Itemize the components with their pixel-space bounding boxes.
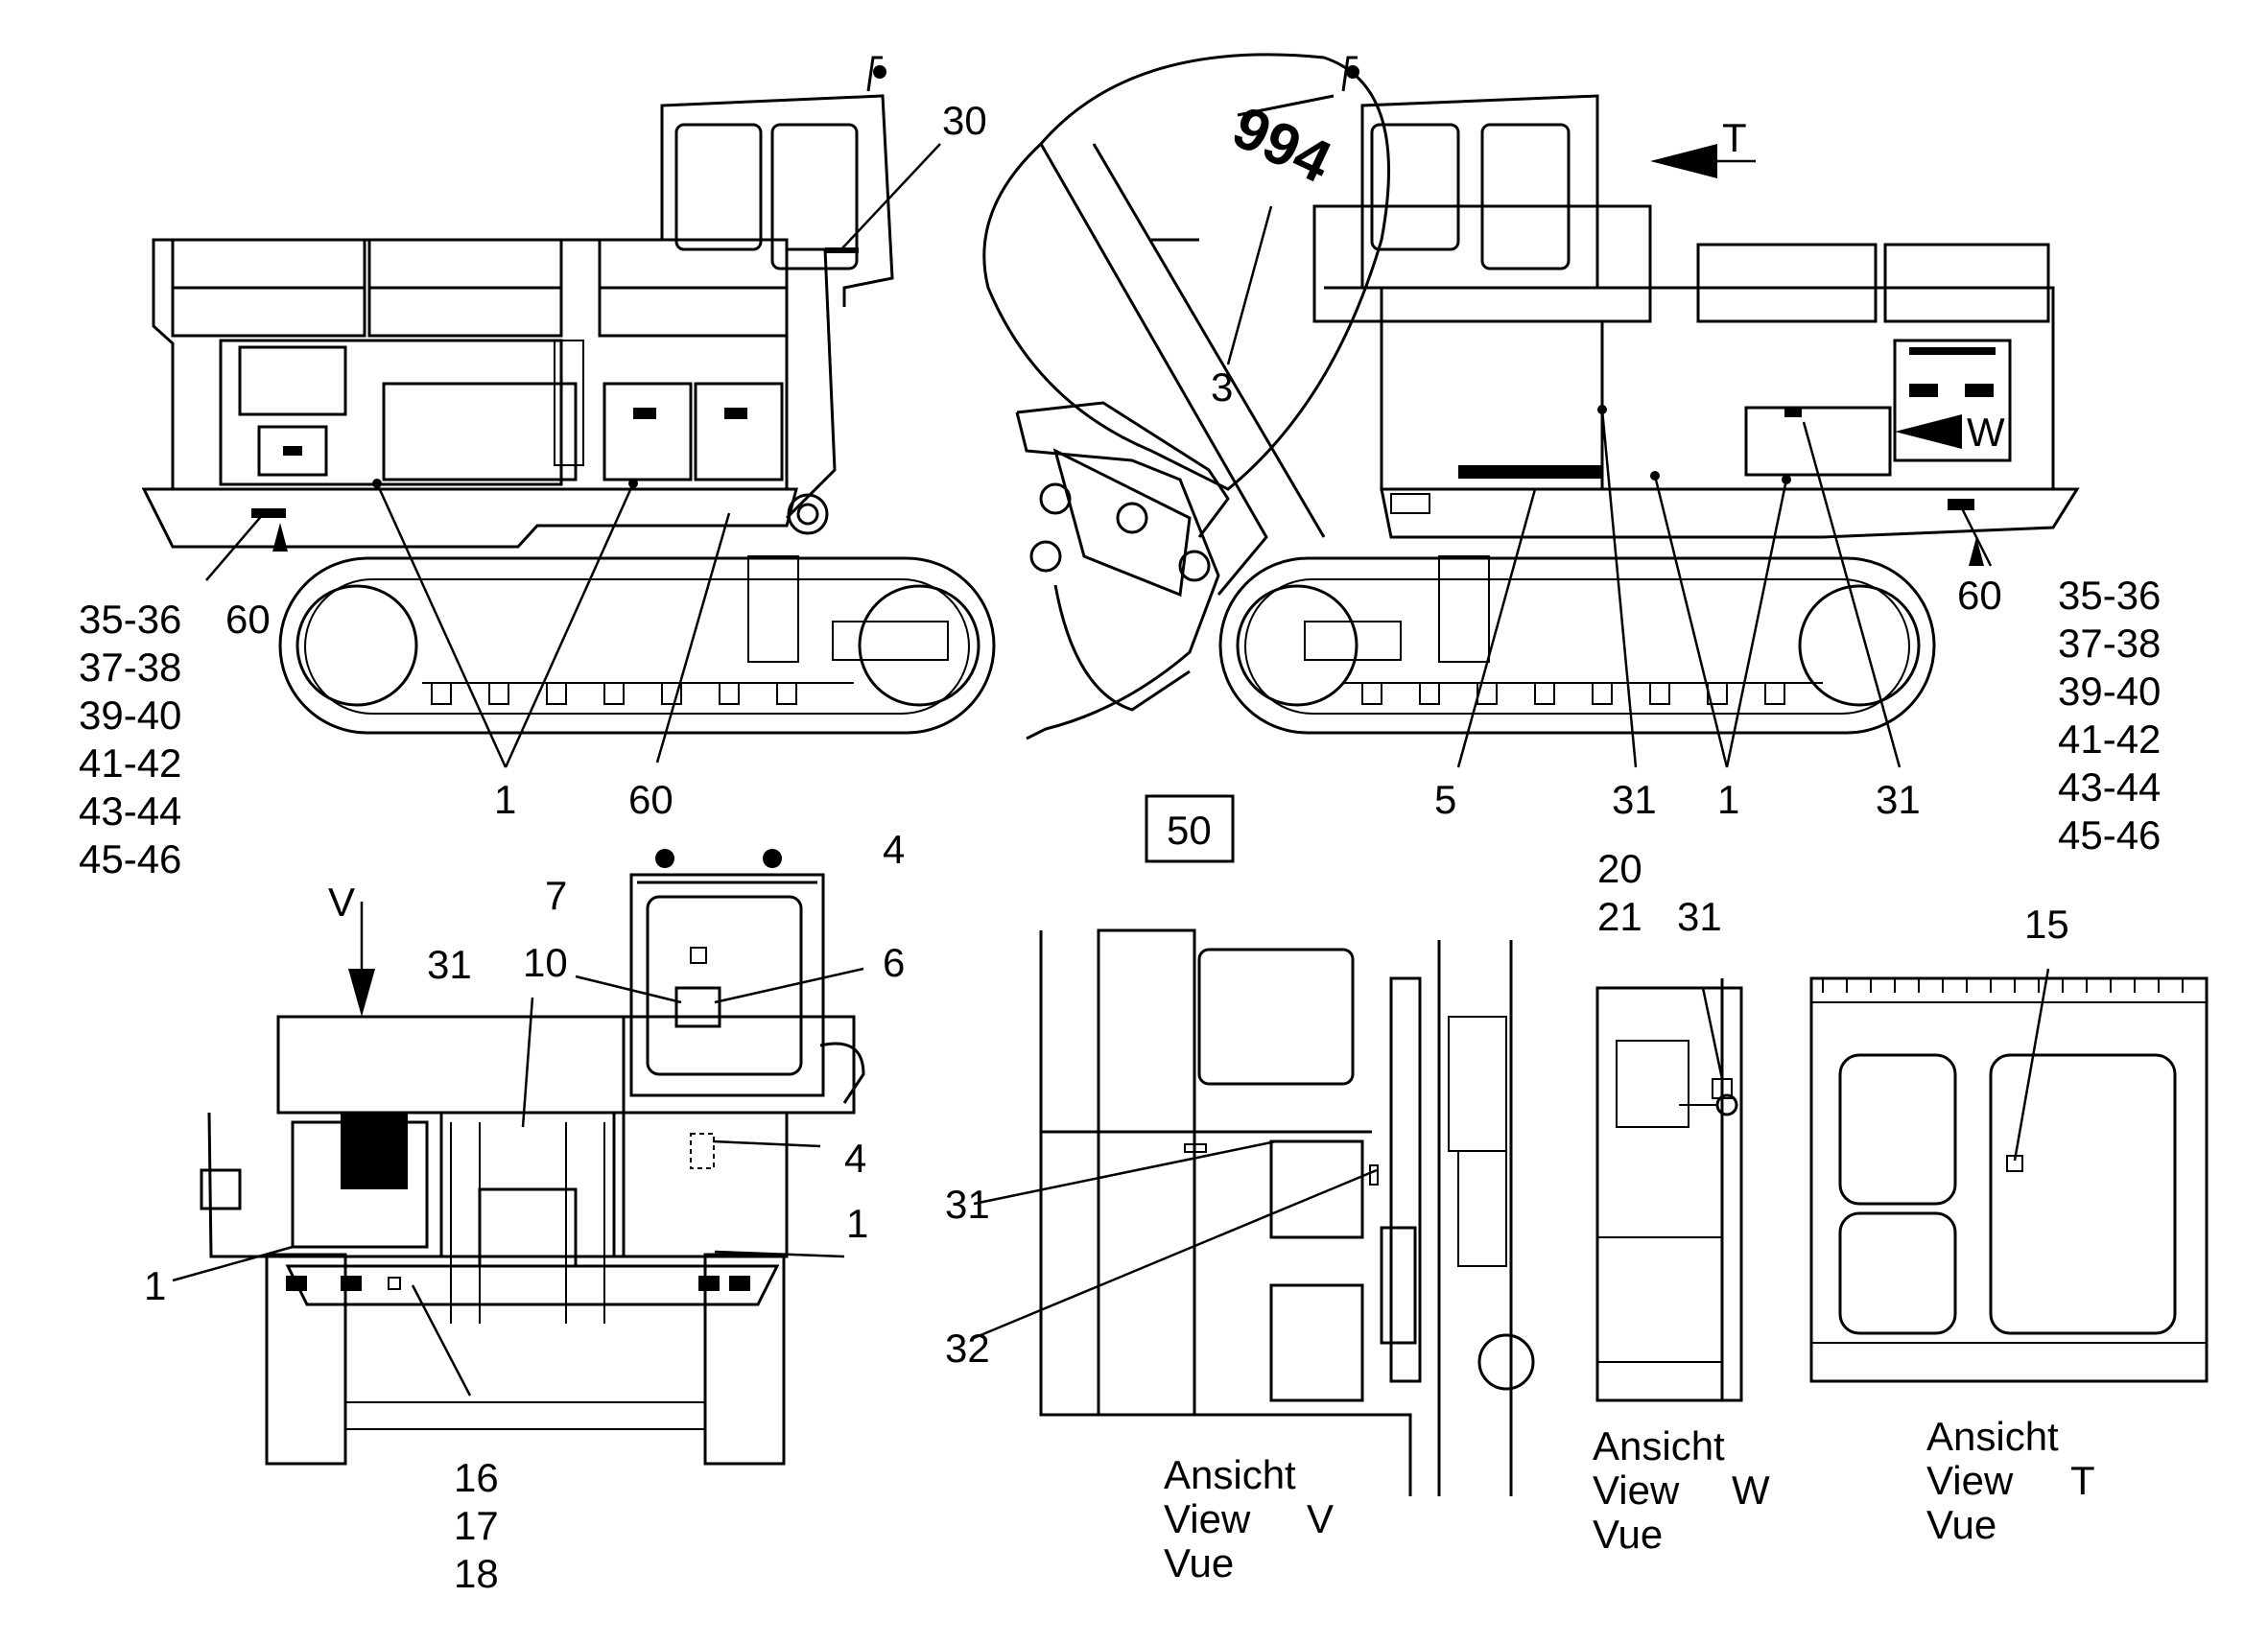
callout-7: 7 <box>545 873 567 918</box>
caption-w-line2: View <box>1593 1468 1680 1513</box>
callout-45-46-left: 45-46 <box>79 836 181 881</box>
callout-31-front: 31 <box>427 942 472 987</box>
callout-3: 3 <box>1211 364 1233 410</box>
caption-w-line3: Vue <box>1593 1512 1663 1557</box>
view-w-detail <box>1595 978 1743 1402</box>
caption-v-letter: V <box>1307 1496 1334 1541</box>
caption-w-letter: W <box>1732 1468 1770 1513</box>
callout-50-box <box>1145 794 1235 863</box>
model-number-decal: 994 <box>1223 94 1341 196</box>
callout-31-right-b: 31 <box>1876 777 1921 822</box>
view-v-detail <box>1039 928 1535 1496</box>
callout-50: 50 <box>1167 808 1212 853</box>
caption-t-line3: Vue <box>1926 1502 1996 1547</box>
caption-t-line2: View <box>1926 1458 2014 1503</box>
caption-v-line1: Ansicht <box>1164 1452 1296 1497</box>
callout-18: 18 <box>454 1551 499 1596</box>
callout-60-left-top: 60 <box>225 597 271 642</box>
callout-20: 20 <box>1597 846 1642 891</box>
view-arrow-label-t: T <box>1722 115 1747 160</box>
callout-37-38-left: 37-38 <box>79 645 181 690</box>
caption-w-line1: Ansicht <box>1593 1423 1725 1468</box>
callout-45-46-right: 45-46 <box>2058 812 2161 857</box>
view-caption-v: Ansicht View V Vue <box>1164 1452 1334 1585</box>
callout-5: 5 <box>1434 777 1456 822</box>
view-arrow-label-w: W <box>1967 410 2005 455</box>
callout-43-44-left: 43-44 <box>79 788 181 834</box>
callout-16: 16 <box>454 1455 499 1500</box>
caption-t-line1: Ansicht <box>1926 1414 2059 1459</box>
callout-39-40-left: 39-40 <box>79 693 181 738</box>
front-view <box>200 849 865 1466</box>
front-attachment: 994 <box>982 53 1390 740</box>
callout-30: 30 <box>942 98 987 143</box>
callout-35-36-left: 35-36 <box>79 597 181 642</box>
callout-1-left: 1 <box>494 777 516 822</box>
callout-4-bottom: 4 <box>844 1136 866 1181</box>
callout-4-top: 4 <box>883 827 905 872</box>
view-t-detail <box>1809 976 2209 1383</box>
callout-1-front-left: 1 <box>144 1263 166 1308</box>
caption-t-letter: T <box>2070 1458 2095 1503</box>
caption-v-line3: Vue <box>1164 1540 1234 1585</box>
leader-lines <box>172 143 2050 1397</box>
callout-6: 6 <box>883 940 905 985</box>
callout-21: 21 <box>1597 894 1642 939</box>
callout-60-left-bottom: 60 <box>628 777 673 822</box>
callout-35-36-right: 35-36 <box>2058 573 2161 618</box>
callout-10: 10 <box>523 940 568 985</box>
right-side-view <box>1218 56 2080 735</box>
callout-31-view-w: 31 <box>1677 894 1722 939</box>
callout-31-view-v: 31 <box>945 1182 990 1227</box>
callout-60-right: 60 <box>1957 573 2002 618</box>
callout-32: 32 <box>945 1326 990 1371</box>
view-caption-t: Ansicht View T Vue <box>1926 1414 2095 1547</box>
callout-17: 17 <box>454 1503 499 1548</box>
callout-31-right-a: 31 <box>1612 777 1657 822</box>
callout-1-front-right: 1 <box>846 1201 868 1246</box>
callout-41-42-right: 41-42 <box>2058 716 2161 762</box>
left-side-view <box>141 56 996 735</box>
callout-1-right: 1 <box>1717 777 1739 822</box>
callout-39-40-right: 39-40 <box>2058 669 2161 714</box>
callout-37-38-right: 37-38 <box>2058 621 2161 666</box>
view-caption-w: Ansicht View W Vue <box>1593 1423 1770 1557</box>
callout-41-42-left: 41-42 <box>79 740 181 786</box>
view-arrow-label-v: V <box>328 880 355 925</box>
callout-43-44-right: 43-44 <box>2058 764 2161 810</box>
callout-labels: 30 3 1 60 60 35-36 37-38 39-40 41-42 43-… <box>79 98 2161 1596</box>
caption-v-line2: View <box>1164 1496 1251 1541</box>
callout-15: 15 <box>2024 902 2069 947</box>
